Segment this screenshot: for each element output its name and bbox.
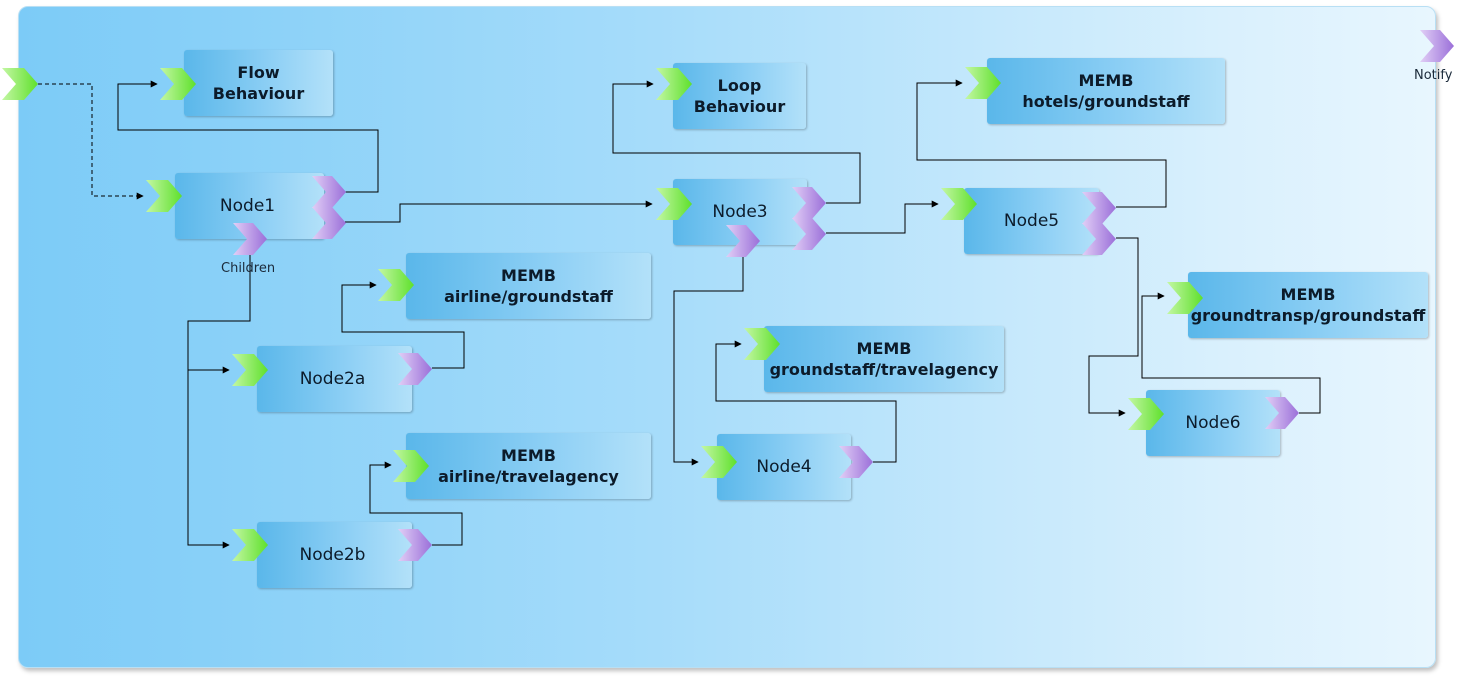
- memb-airline-groundstaff-input-port-icon[interactable]: [378, 269, 414, 301]
- memb-groundtransp-groundstaff-input-port-icon[interactable]: [1167, 282, 1203, 314]
- memb-airline-groundstaff-title: MEMB: [501, 266, 556, 285]
- memb-airline-travelagency-title: MEMB: [501, 446, 556, 465]
- node1-children-port-icon[interactable]: [233, 223, 267, 255]
- node4-output-port-icon[interactable]: [839, 446, 873, 478]
- node3-to-node4-connector: [673, 256, 744, 466]
- node4-box[interactable]: Node4: [717, 434, 851, 500]
- node3-output-port-loop-icon[interactable]: [792, 187, 826, 219]
- loop-behaviour-title: Loop: [717, 76, 762, 95]
- flow-behaviour-subtitle: Behaviour: [212, 84, 305, 103]
- flow-behaviour-box[interactable]: Flow Behaviour: [184, 50, 333, 116]
- memb-groundtransp-groundstaff-title: MEMB: [1280, 285, 1336, 304]
- memb-groundstaff-travelagency-title: MEMB: [856, 339, 912, 358]
- loop-behaviour-subtitle: Behaviour: [693, 97, 786, 116]
- node2b-output-port-icon[interactable]: [398, 529, 432, 561]
- memb-groundstaff-travelagency-box[interactable]: MEMB groundstaff/travelagency: [764, 326, 1004, 392]
- node5-input-port-icon[interactable]: [941, 188, 977, 220]
- memb-airline-travelagency-box[interactable]: MEMB airline/travelagency: [406, 433, 651, 499]
- node5-to-node6-connector: [1088, 237, 1139, 417]
- memb-airline-travelagency-input-port-icon[interactable]: [393, 450, 429, 482]
- memb-hotels-groundstaff-box[interactable]: MEMB hotels/groundstaff: [987, 58, 1225, 124]
- loop-behaviour-box[interactable]: Loop Behaviour: [673, 63, 806, 129]
- node3-to-node5-connector: [826, 200, 939, 234]
- memb-hotels-groundstaff-subtitle: hotels/groundstaff: [1022, 92, 1190, 111]
- node3-output-port-next-icon[interactable]: [792, 218, 826, 250]
- node5-label: Node5: [1003, 211, 1060, 231]
- node2a-label: Node2a: [299, 369, 366, 389]
- node2b-label: Node2b: [299, 545, 366, 565]
- node1-to-node3-connector: [345, 200, 653, 223]
- node2b-to-memb-connector: [369, 461, 463, 546]
- node3-label: Node3: [712, 202, 768, 222]
- node2b-input-port-icon[interactable]: [232, 529, 268, 561]
- start-input-port-icon[interactable]: [2, 68, 38, 100]
- memb-airline-groundstaff-subtitle: airline/groundstaff: [444, 287, 613, 306]
- node2a-input-port-icon[interactable]: [232, 354, 268, 386]
- notify-port-icon[interactable]: [1420, 30, 1454, 62]
- node1-input-port-icon[interactable]: [146, 180, 182, 212]
- node5-to-memb-connector: [916, 79, 1167, 208]
- node6-label: Node6: [1185, 413, 1241, 433]
- node5-output-port-next-icon[interactable]: [1082, 223, 1116, 255]
- node5-output-port-memb-icon[interactable]: [1082, 192, 1116, 224]
- node3-to-loop-connector: [612, 80, 861, 204]
- node6-box[interactable]: Node6: [1146, 390, 1280, 456]
- node2b-box[interactable]: Node2b: [257, 522, 412, 588]
- loop-input-port-icon[interactable]: [656, 68, 692, 100]
- children-label: Children: [221, 261, 276, 276]
- node2a-box[interactable]: Node2a: [257, 346, 412, 412]
- memb-groundtransp-groundstaff-subtitle: groundtransp/groundstaff: [1190, 306, 1426, 325]
- node4-input-port-icon[interactable]: [701, 446, 737, 478]
- memb-airline-travelagency-subtitle: airline/travelagency: [438, 467, 619, 486]
- node6-to-memb-connector: [1141, 292, 1321, 414]
- children-to-node2a-connector: [187, 252, 251, 374]
- flow-input-port-icon[interactable]: [160, 68, 196, 100]
- node6-input-port-icon[interactable]: [1128, 398, 1164, 430]
- memb-groundstaff-travelagency-subtitle: groundstaff/travelagency: [769, 360, 999, 379]
- node1-to-flow-connector: [117, 80, 379, 193]
- node2a-to-memb-connector: [341, 281, 465, 369]
- memb-hotels-groundstaff-input-port-icon[interactable]: [965, 67, 1001, 99]
- node1-output-port-next-icon[interactable]: [312, 207, 346, 239]
- node3-children-port-icon[interactable]: [726, 225, 760, 257]
- node1-output-port-flow-icon[interactable]: [312, 176, 346, 208]
- memb-airline-groundstaff-box[interactable]: MEMB airline/groundstaff: [406, 253, 651, 319]
- memb-groundstaff-travelagency-input-port-icon[interactable]: [744, 328, 780, 360]
- node4-label: Node4: [756, 457, 812, 477]
- node2a-output-port-icon[interactable]: [398, 353, 432, 385]
- flow-behaviour-title: Flow: [237, 63, 280, 82]
- memb-groundtransp-groundstaff-box[interactable]: MEMB groundtransp/groundstaff: [1188, 272, 1428, 338]
- node5-box[interactable]: Node5: [964, 188, 1099, 254]
- children-to-node2b-connector: [187, 370, 230, 549]
- start-to-node1-connector: [38, 83, 144, 200]
- memb-hotels-groundstaff-title: MEMB: [1078, 71, 1134, 90]
- node4-to-memb-connector: [715, 340, 897, 463]
- node1-label: Node1: [219, 196, 276, 216]
- node6-output-port-icon[interactable]: [1265, 397, 1299, 429]
- node3-input-port-icon[interactable]: [656, 188, 692, 220]
- notify-label: Notify: [1414, 68, 1453, 83]
